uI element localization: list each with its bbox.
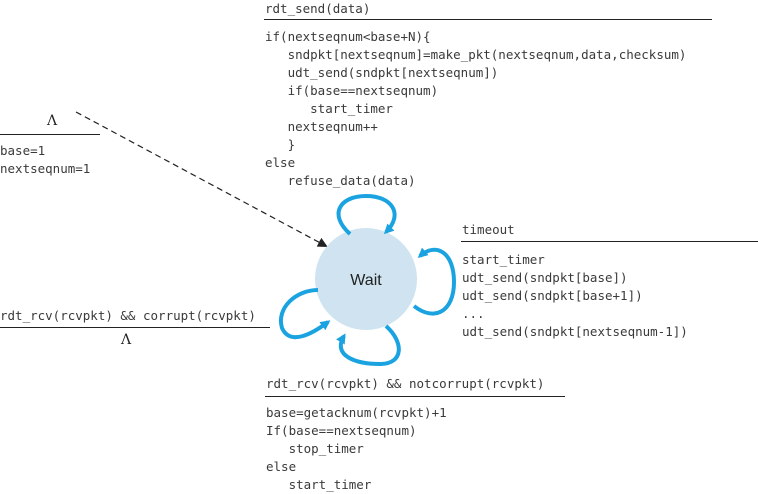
notcorrupt-event-rule: [265, 396, 565, 397]
corrupt-action-lambda: Λ: [121, 332, 132, 348]
corrupt-event-label: rdt_rcv(rcvpkt) && corrupt(rcvpkt): [0, 308, 256, 323]
send-event-label: rdt_send(data): [265, 1, 371, 16]
init-event-rule: [0, 134, 100, 135]
corrupt-event-rule: [0, 327, 270, 328]
timeout-event-rule: [461, 241, 758, 242]
wait-state: [315, 228, 417, 330]
self-loop-notcorrupt: [336, 324, 401, 367]
init-event-lambda: Λ: [47, 113, 58, 129]
timeout-actions: start_timer udt_send(sndpkt[base]) udt_s…: [462, 252, 688, 339]
timeout-event-label: timeout: [462, 222, 515, 237]
initial-transition-arrow: [75, 111, 328, 247]
send-event-rule: [264, 19, 712, 20]
wait-state-label: Wait: [350, 272, 382, 289]
init-actions: base=1 nextseqnum=1: [0, 143, 91, 176]
send-actions: if(nextseqnum<base+N){ sndpkt[nextseqnum…: [265, 29, 687, 188]
self-loop-corrupt: [278, 288, 331, 340]
self-loop-timeout: [412, 247, 457, 316]
self-loop-send: [336, 193, 397, 236]
notcorrupt-event-label: rdt_rcv(rcvpkt) && notcorrupt(rcvpkt): [266, 376, 545, 391]
notcorrupt-actions: base=getacknum(rcvpkt)+1 If(base==nextse…: [266, 405, 447, 492]
